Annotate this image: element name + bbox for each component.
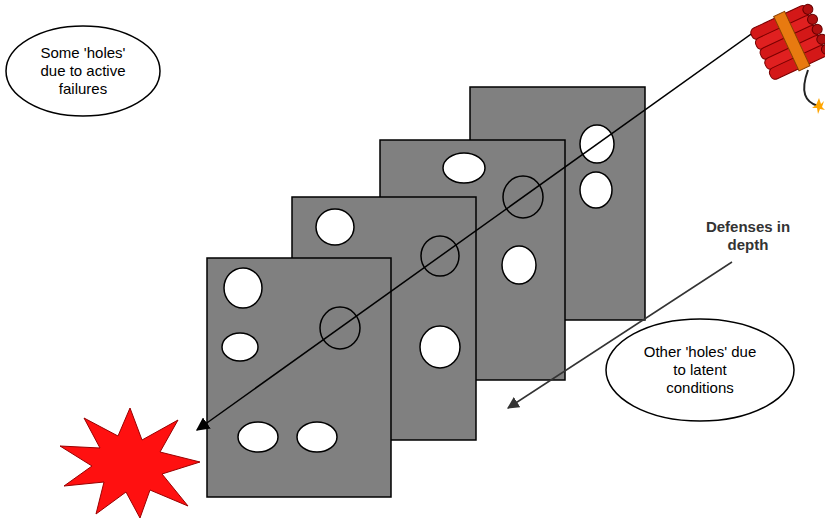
callout-text: Some 'holes' due to active failures [31,44,135,98]
annotation-label: Defenses in depth [688,218,808,254]
defense-slice [207,258,391,497]
accident-trajectory [197,22,768,430]
dynamite [748,0,825,83]
callout-text: Other 'holes' due to latent conditions [641,343,759,397]
callout-ellipse: Other 'holes' due to latent conditions [605,318,795,422]
spark [812,98,825,114]
callout-ellipse: Some 'holes' due to active failures [5,25,161,117]
explosion [60,408,200,518]
fuse [804,70,818,106]
